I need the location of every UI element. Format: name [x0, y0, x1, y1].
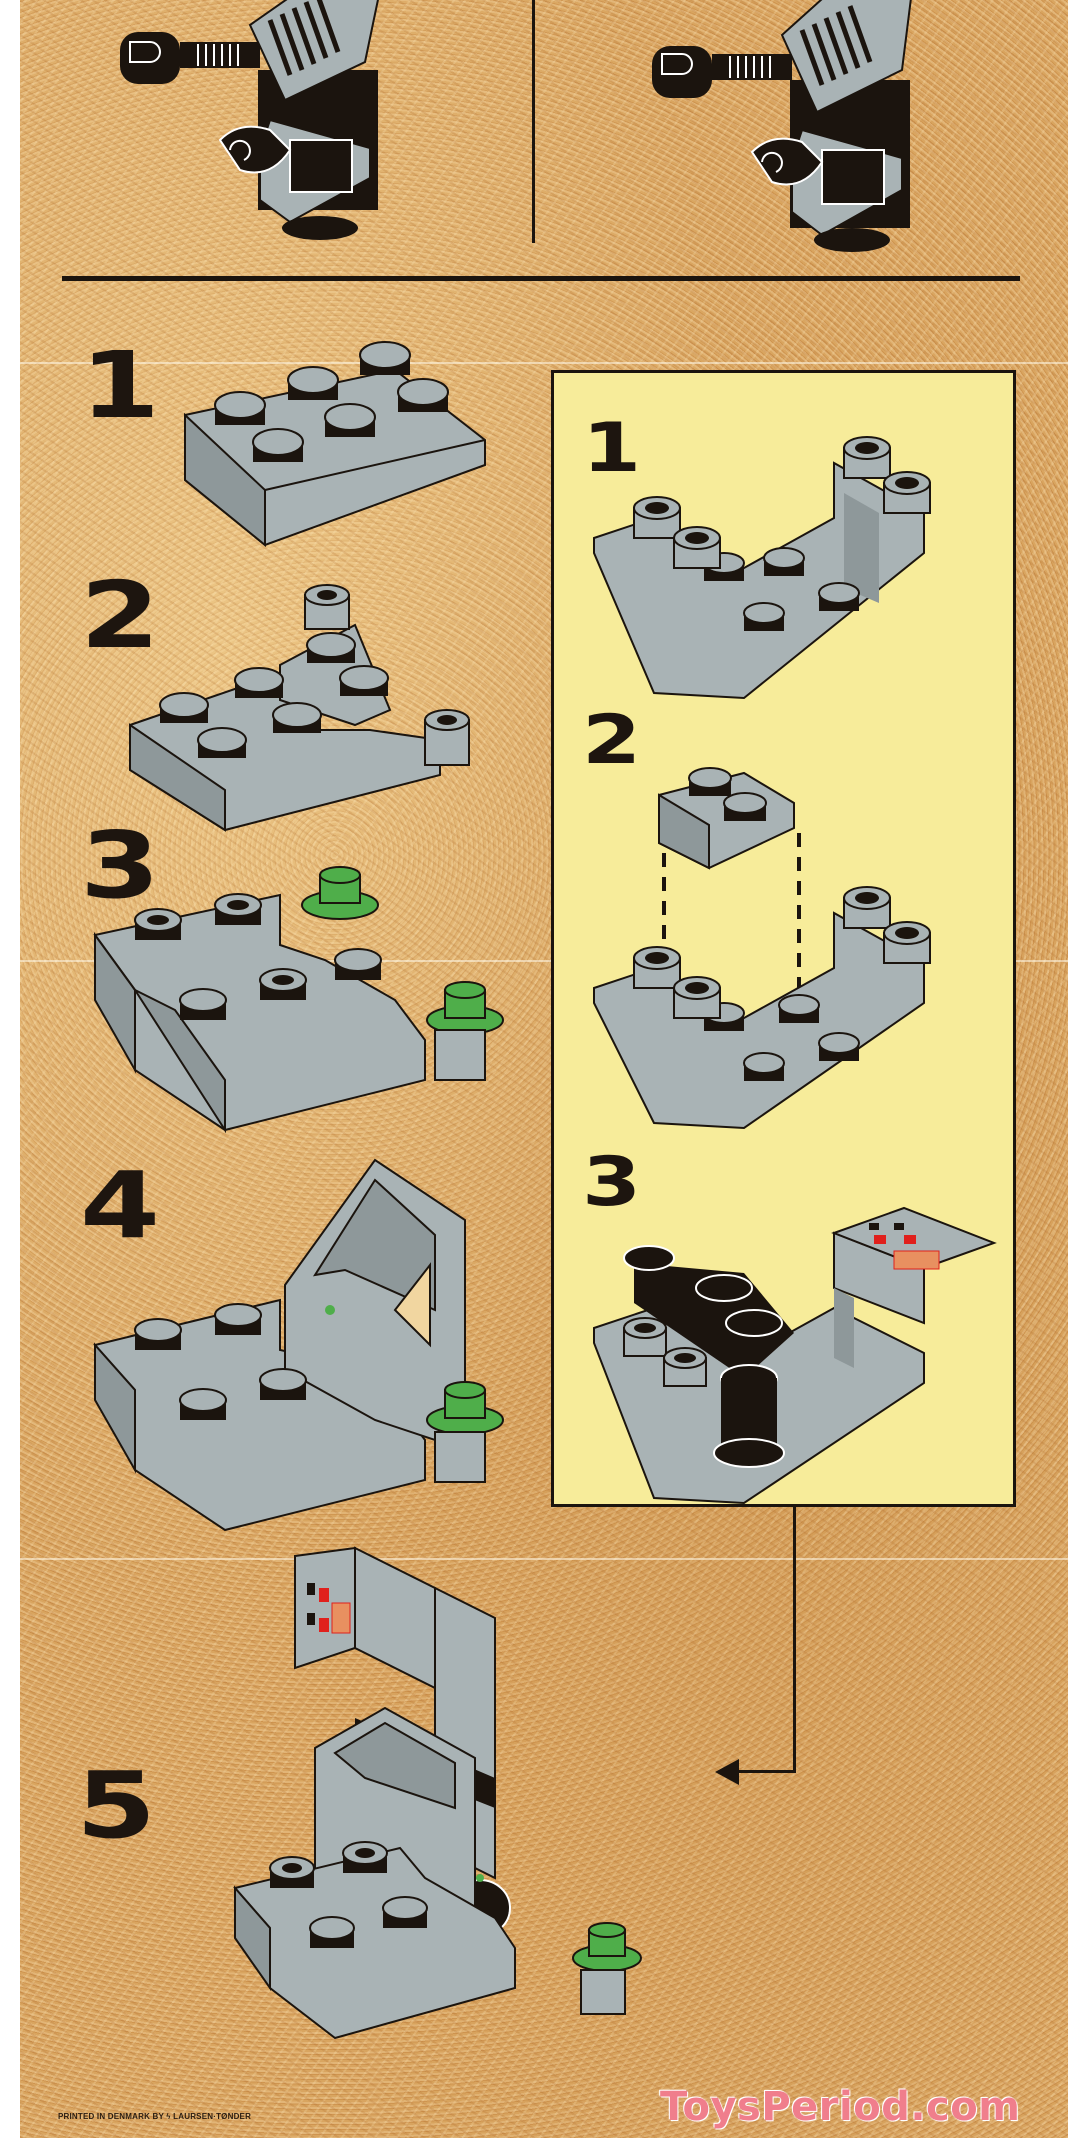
robot-figure-right — [652, 0, 912, 252]
sub-step3-hinge-console — [593, 1206, 997, 1505]
step2-plate-with-arm — [129, 584, 470, 832]
sub-step-number: 1 — [582, 409, 641, 488]
connector-line — [735, 1770, 796, 1773]
watermark: ToysPeriod.com — [660, 2084, 1021, 2130]
panel-divider — [532, 0, 535, 243]
step5-completed-model — [233, 1546, 642, 2040]
step-number: 4 — [80, 1152, 160, 1259]
sub-step-number: 3 — [582, 1143, 641, 1222]
fold-line — [20, 362, 1068, 364]
arrow-left-icon — [715, 1759, 739, 1785]
step-number: 5 — [76, 1752, 156, 1859]
section-divider — [62, 276, 1020, 281]
robot-figure-left — [120, 0, 379, 240]
fold-line — [20, 960, 1068, 962]
step-number: 3 — [80, 812, 160, 919]
step3-slope-green-plates — [93, 866, 504, 1134]
sub-step1-inverted-slope — [593, 436, 931, 700]
sub-assembly-panel: 1 2 3 — [551, 370, 1016, 1507]
lightning-logo-icon: ϟ — [166, 2112, 171, 2121]
step4-support-bracket — [93, 1158, 504, 1532]
connector-line — [793, 1507, 796, 1772]
sub-step-number: 2 — [582, 701, 641, 780]
fold-line — [20, 1558, 1068, 1560]
step-number: 1 — [80, 332, 160, 439]
step-number: 2 — [80, 562, 160, 669]
print-credit: PRINTED IN DENMARK BY ϟ LAURSEN·TØNDER — [58, 2112, 252, 2121]
step1-plate-2x3 — [184, 341, 486, 548]
sub-step2-add-plate — [593, 767, 931, 1130]
